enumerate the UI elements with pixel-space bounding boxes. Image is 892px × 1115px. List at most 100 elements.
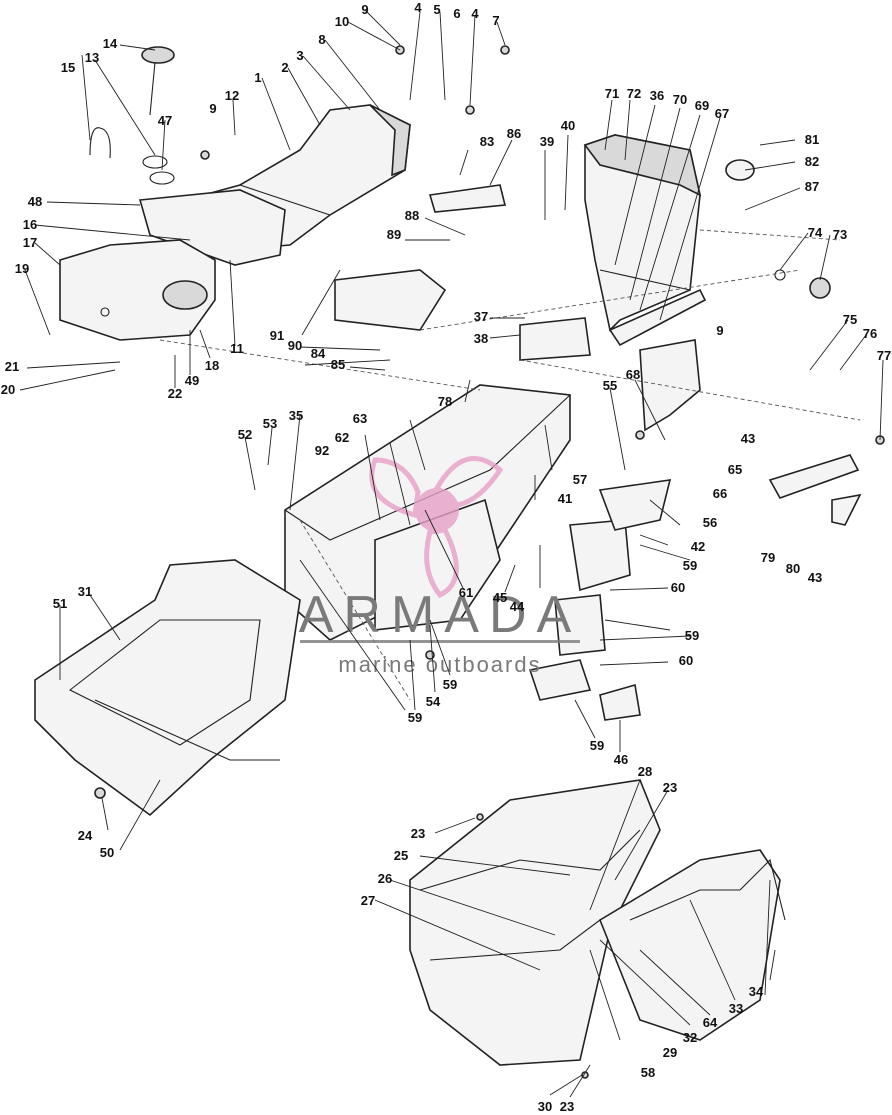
callout-35: 35	[289, 408, 303, 423]
callout-9c: 9	[716, 323, 723, 338]
callout-3: 3	[296, 48, 303, 63]
callout-79: 79	[761, 550, 775, 565]
callout-32: 32	[683, 1030, 697, 1045]
callout-51: 51	[53, 596, 67, 611]
backrest-assembly	[583, 134, 707, 347]
callout-59b: 59	[685, 628, 699, 643]
callout-2: 2	[281, 60, 288, 75]
callout-44: 44	[510, 599, 525, 614]
callout-23: 23	[411, 826, 425, 841]
callout-36: 36	[650, 88, 664, 103]
watermark-logo	[300, 455, 580, 643]
callout-71: 71	[605, 86, 619, 101]
callout-62: 62	[335, 430, 349, 445]
callout-8: 8	[318, 32, 325, 47]
callout-23c: 23	[560, 1099, 574, 1114]
callout-11: 11	[230, 341, 244, 356]
callout-17: 17	[23, 235, 37, 250]
callout-59d: 59	[408, 710, 422, 725]
callout-91: 91	[270, 328, 284, 343]
callout-67: 67	[715, 106, 729, 121]
callout-40: 40	[561, 118, 575, 133]
callout-60: 60	[671, 580, 685, 595]
callout-58: 58	[641, 1065, 655, 1080]
callout-9: 9	[361, 2, 368, 17]
callout-43b: 43	[808, 570, 822, 585]
callout-1: 1	[254, 70, 261, 85]
callout-83: 83	[480, 134, 494, 149]
callout-46: 46	[614, 752, 628, 767]
callout-45: 45	[493, 590, 507, 605]
callout-61: 61	[459, 585, 473, 600]
callout-13: 13	[85, 50, 99, 65]
callout-47: 47	[158, 113, 172, 128]
callout-69: 69	[695, 98, 709, 113]
fastener-markers	[94, 45, 885, 1079]
side-cowling	[599, 849, 786, 1041]
callout-25: 25	[394, 848, 408, 863]
callout-12: 12	[225, 88, 239, 103]
callout-34: 34	[749, 984, 764, 999]
callout-10: 10	[335, 14, 349, 29]
callout-23b: 23	[663, 780, 677, 795]
callout-15: 15	[61, 60, 75, 75]
callout-20: 20	[1, 382, 15, 397]
callout-60b: 60	[679, 653, 693, 668]
callout-5: 5	[433, 2, 440, 17]
callout-66: 66	[713, 486, 727, 501]
callout-24: 24	[78, 828, 93, 843]
callout-65: 65	[728, 462, 742, 477]
seat-base	[138, 189, 286, 266]
backrest-knob	[725, 159, 831, 299]
callout-29: 29	[663, 1045, 677, 1060]
fuel-tank	[59, 239, 216, 341]
callout-43: 43	[741, 431, 755, 446]
callout-56: 56	[703, 515, 717, 530]
callout-68: 68	[626, 367, 640, 382]
callout-9b: 9	[209, 101, 216, 116]
callout-21: 21	[5, 359, 19, 374]
callout-81: 81	[805, 132, 819, 147]
callout-59e: 59	[443, 677, 457, 692]
watermark-brand: ARMADA	[299, 586, 581, 644]
callout-88: 88	[405, 208, 419, 223]
floor-pan	[34, 559, 301, 817]
callout-59c: 59	[590, 738, 604, 753]
callout-4b: 4	[471, 6, 479, 21]
callout-37: 37	[474, 309, 488, 324]
callout-38: 38	[474, 331, 488, 346]
callout-85: 85	[331, 357, 345, 372]
fuel-cap-assembly	[89, 46, 175, 185]
callout-59: 59	[683, 558, 697, 573]
callout-14: 14	[103, 36, 118, 51]
seat-bracket	[334, 184, 591, 361]
callout-6: 6	[453, 6, 460, 21]
callout-78: 78	[438, 394, 452, 409]
callout-80: 80	[786, 561, 800, 576]
cover-plates	[528, 479, 672, 721]
callout-42: 42	[691, 539, 705, 554]
callout-64: 64	[703, 1015, 718, 1030]
leader-lines	[19, 9, 884, 1098]
callout-39: 39	[540, 134, 554, 149]
assembly-lines	[159, 229, 861, 701]
callout-30: 30	[538, 1099, 552, 1114]
steering-bracket	[639, 339, 862, 526]
callout-49: 49	[185, 373, 199, 388]
callout-28: 28	[638, 764, 652, 779]
callout-57: 57	[573, 472, 587, 487]
callout-73: 73	[833, 227, 847, 242]
callout-19: 19	[15, 261, 29, 276]
callout-18: 18	[205, 358, 219, 373]
callout-87: 87	[805, 179, 819, 194]
callout-31: 31	[78, 584, 92, 599]
callout-82: 82	[805, 154, 819, 169]
callout-48: 48	[28, 194, 42, 209]
callout-16: 16	[23, 217, 37, 232]
callout-53: 53	[263, 416, 277, 431]
watermark-tagline: marine outboards	[338, 652, 541, 677]
callout-54: 54	[426, 694, 441, 709]
callout-41: 41	[558, 491, 572, 506]
